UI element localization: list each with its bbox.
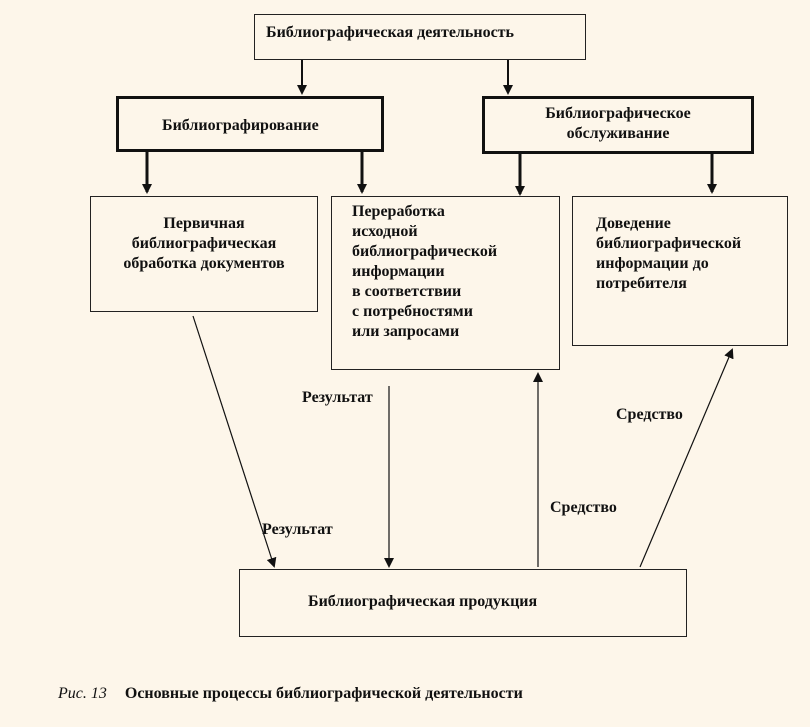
edge-label-means-right: Средство [616, 406, 683, 423]
edge-label-result-middle: Результат [302, 389, 373, 406]
figure-number: Рис. 13 [58, 685, 107, 702]
delivery-label: Доведение библиографической информации д… [596, 215, 742, 292]
processing-label: Переработка исходной библиографической и… [352, 203, 498, 340]
root-box [254, 14, 586, 60]
service-label: Библиографическое обслуживание [545, 105, 691, 142]
primary-label: Первичная библиографическая обработка до… [123, 215, 285, 272]
arrow-product-to-delivery [639, 348, 734, 568]
product-label: Библиографическая продукция [308, 593, 538, 610]
delivery-box [572, 196, 788, 346]
edge-label-means-middle: Средство [550, 499, 617, 516]
bibliography-box [116, 96, 384, 152]
service-box [482, 96, 754, 154]
bibliography-label: Библиографирование [162, 117, 319, 134]
root-label: Библиографическая деятельность [266, 24, 514, 41]
product-box [239, 569, 687, 637]
figure-caption: Рис. 13 Основные процессы библиографическ… [58, 684, 523, 704]
primary-box [90, 196, 318, 312]
processing-box [331, 196, 560, 370]
arrow-primary-to-product [192, 315, 277, 568]
figure-title: Основные процессы библиографической деят… [124, 685, 523, 702]
edge-label-result-left: Результат [262, 521, 333, 538]
